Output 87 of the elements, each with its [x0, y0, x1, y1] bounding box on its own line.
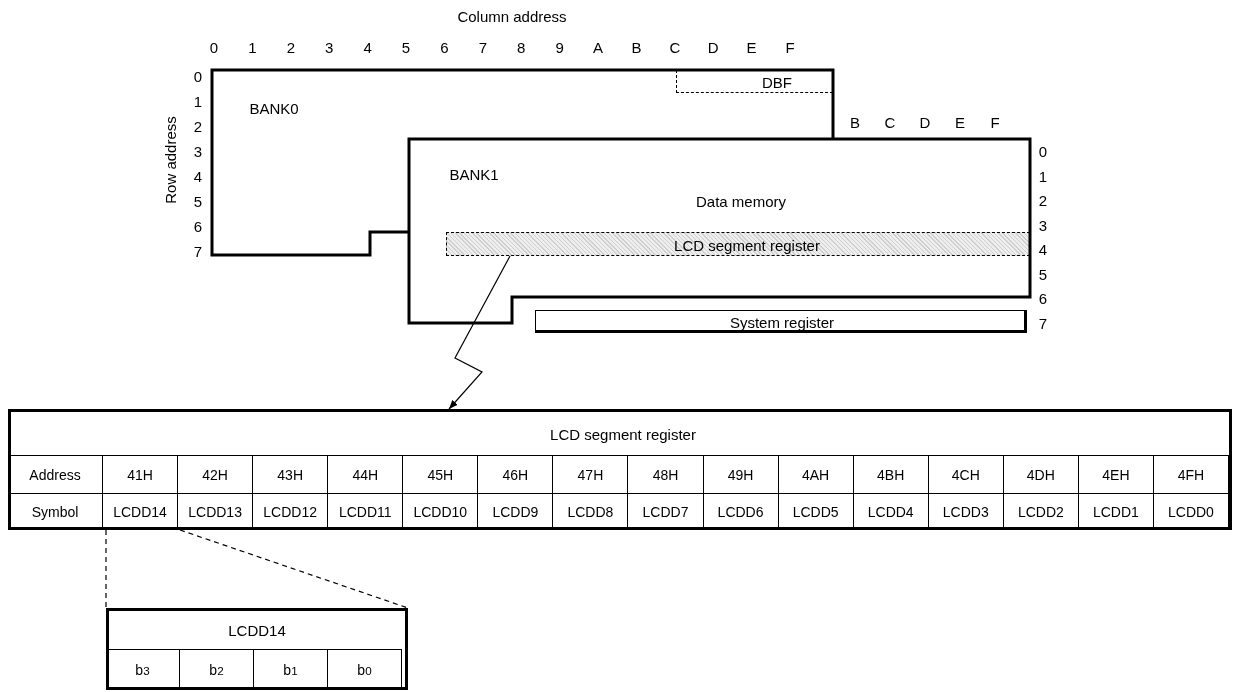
address-value: 43H: [253, 455, 329, 493]
column-number: D: [919, 113, 931, 131]
column-number: 8: [517, 38, 526, 56]
column-number: E: [955, 113, 965, 131]
column-number: 3: [325, 38, 334, 56]
row-number: 2: [1038, 191, 1048, 209]
bit-table: [106, 608, 408, 690]
column-number: 0: [209, 38, 219, 56]
column-number: 4: [363, 38, 372, 56]
row-number: 6: [1038, 289, 1048, 307]
address-value: 42H: [178, 455, 254, 493]
table-title: LCD segment register: [550, 425, 696, 443]
table-title: LCDD14: [228, 621, 286, 639]
column-number: E: [746, 38, 757, 56]
axis-title: Row address: [161, 116, 179, 204]
address-value: 4AH: [778, 455, 854, 493]
buffer-area: [676, 70, 833, 93]
address-value: 45H: [403, 455, 479, 493]
row-number: 3: [1038, 216, 1048, 233]
arrow: [448, 255, 511, 410]
row-number: 7: [193, 242, 203, 260]
row-number: 5: [193, 192, 203, 210]
symbol-name: LCDD0: [1153, 493, 1229, 530]
symbol-name: LCDD11: [328, 493, 404, 530]
column-number: F: [990, 113, 1000, 131]
column-number: B: [631, 38, 642, 56]
address-value: 48H: [628, 455, 704, 493]
column-number: A: [593, 38, 603, 56]
row-number: 4: [193, 167, 203, 185]
area-name: DBF: [762, 73, 792, 91]
column-number: 7: [478, 38, 487, 56]
row-number: 0: [1038, 142, 1048, 160]
register-bar: [535, 310, 1027, 333]
row-number: 4: [1038, 240, 1048, 258]
bank-name: BANK1: [449, 165, 499, 183]
address-value: 47H: [553, 455, 629, 493]
column-number: 9: [555, 38, 564, 56]
row-number: 2: [193, 117, 203, 135]
address-value: 4BH: [853, 455, 929, 493]
register-name: System register: [729, 313, 835, 331]
symbol-name: LCDD9: [478, 493, 554, 530]
symbol-name: LCDD1: [1078, 493, 1154, 530]
row-header: Address: [8, 455, 103, 493]
address-value: 49H: [703, 455, 779, 493]
memory-name: Data memory: [696, 192, 786, 210]
symbol-name: LCDD10: [403, 493, 479, 530]
address-value: 44H: [328, 455, 404, 493]
symbol-name: LCDD6: [703, 493, 779, 530]
address-value: 46H: [478, 455, 554, 493]
address-value: 41H: [103, 455, 179, 493]
column-number: C: [884, 113, 896, 131]
address-value: 4CH: [928, 455, 1004, 493]
address-value: 4FH: [1153, 455, 1229, 493]
row-number: 6: [193, 217, 203, 235]
symbol-name: LCDD2: [1003, 493, 1079, 530]
row-number: 1: [1038, 167, 1048, 184]
column-number: 1: [248, 38, 257, 56]
column-number: 5: [401, 38, 411, 56]
register-area: [446, 232, 1030, 256]
row-header: Symbol: [8, 493, 103, 530]
address-value: 4EH: [1078, 455, 1154, 493]
column-number: 2: [286, 38, 295, 56]
row-number: 5: [1038, 265, 1048, 282]
axis-title: Column address: [457, 7, 567, 25]
column-number: 6: [440, 38, 449, 56]
symbol-name: LCDD8: [553, 493, 629, 530]
row-number: 1: [193, 92, 203, 110]
column-number: D: [707, 38, 719, 56]
row-number: 3: [193, 142, 203, 160]
symbol-name: LCDD7: [628, 493, 704, 530]
symbol-name: LCDD5: [778, 493, 854, 530]
expansion-line: [105, 529, 107, 609]
expansion-line: [179, 529, 409, 609]
column-number: C: [669, 38, 681, 56]
symbol-name: LCDD14: [103, 493, 179, 530]
symbol-name: LCDD4: [853, 493, 929, 530]
column-number: F: [785, 38, 795, 56]
symbol-name: LCDD13: [178, 493, 254, 530]
register-table: [8, 409, 1232, 530]
area-name: LCD segment register: [674, 236, 820, 254]
column-number: B: [850, 113, 860, 131]
symbol-name: LCDD3: [928, 493, 1004, 530]
symbol-name: LCDD12: [253, 493, 329, 530]
row-number: 0: [193, 67, 203, 85]
address-value: 4DH: [1003, 455, 1079, 493]
bank-name: BANK0: [249, 99, 299, 117]
row-number: 7: [1038, 314, 1048, 332]
